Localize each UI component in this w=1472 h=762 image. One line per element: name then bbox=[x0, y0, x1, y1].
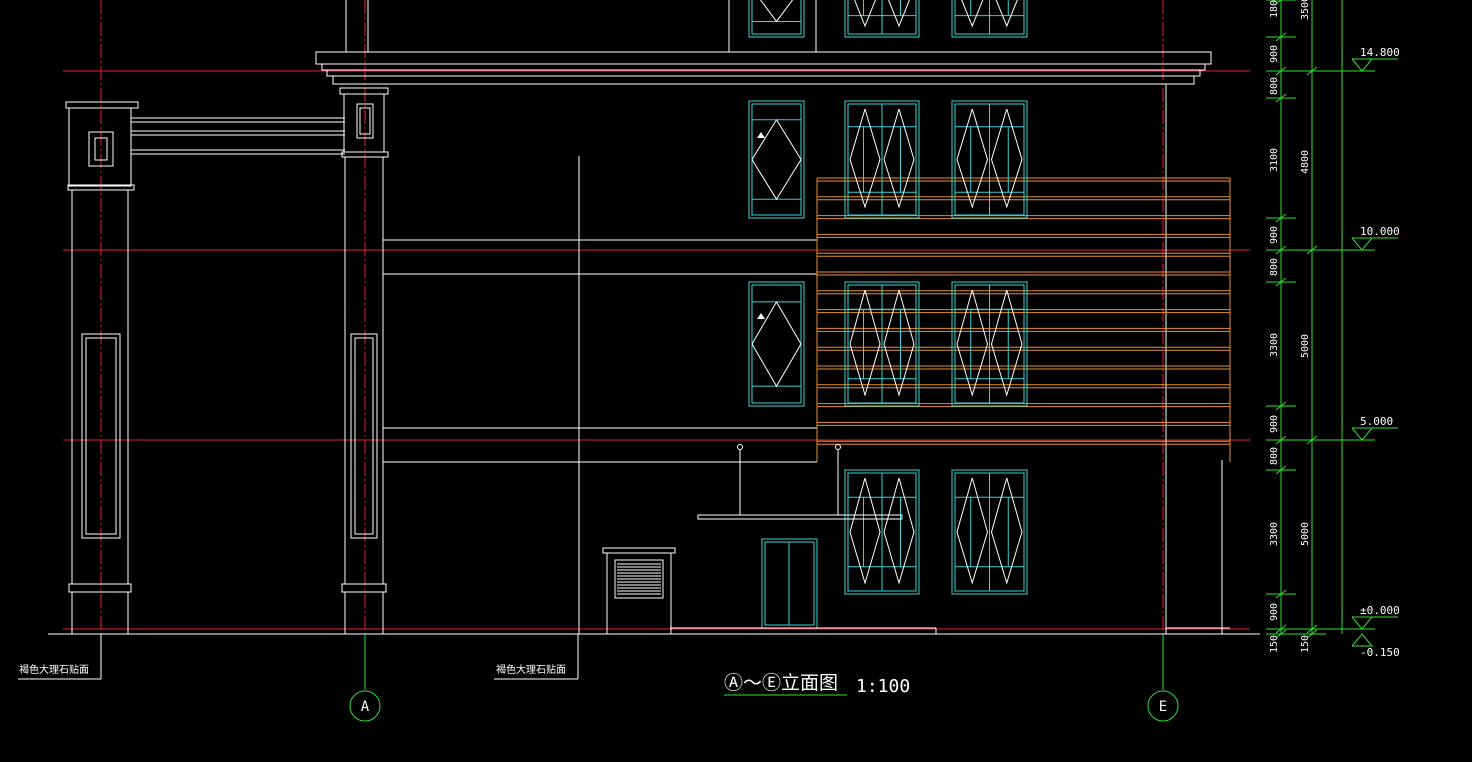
level-mark-level-14800: 14.800 bbox=[1326, 46, 1400, 72]
dim-inner-label: 900 bbox=[1269, 45, 1280, 63]
note-mid: 褐色大理石贴面 bbox=[496, 663, 566, 676]
window-wide bbox=[844, 0, 920, 38]
axis-bubble-e bbox=[1147, 690, 1179, 722]
level-label: 10.000 bbox=[1360, 225, 1400, 238]
right-gate-pillar bbox=[339, 0, 389, 635]
dim-outer-label: 3500 bbox=[1300, 0, 1311, 20]
left-gate-pillar bbox=[65, 101, 139, 635]
window-narrow bbox=[748, 0, 805, 38]
dimension-chains: 1800 900 800 3100 900 800 3300 900 800 3300 900 150… bbox=[1266, 0, 1343, 653]
dimension-outer-labels: 3500 4800 5000 5000 150 bbox=[1300, 0, 1311, 653]
axis-bubbles: A E bbox=[349, 634, 1179, 722]
dim-inner-label: 3100 bbox=[1269, 148, 1280, 172]
dim-inner-label: 3300 bbox=[1269, 522, 1280, 546]
equipment-cabinet bbox=[602, 547, 676, 635]
window-narrow bbox=[748, 281, 805, 407]
axis-label-e: E bbox=[1159, 699, 1167, 715]
level-mark-level-m150: -0.150 bbox=[1351, 633, 1400, 659]
entrance-door bbox=[670, 538, 937, 634]
dim-inner-label: 800 bbox=[1269, 447, 1280, 465]
dim-outer-label: 5000 bbox=[1300, 522, 1311, 546]
axis-label-a: A bbox=[361, 699, 370, 715]
dim-inner-label: 1800 bbox=[1269, 0, 1280, 18]
floor-bands bbox=[383, 156, 817, 634]
windows bbox=[748, 0, 1028, 595]
red-grid-lines bbox=[63, 0, 1250, 634]
leader-lines bbox=[18, 634, 579, 680]
level-mark-level-10000: 10.000 bbox=[1326, 225, 1400, 251]
window-wide bbox=[844, 281, 920, 407]
level-mark-level-0: ±0.000 bbox=[1326, 604, 1400, 630]
level-label: 14.800 bbox=[1360, 46, 1400, 59]
roof-cornice bbox=[315, 0, 1212, 85]
dimension-inner-labels: 1800 900 800 3100 900 800 3300 900 800 3300 900 150 bbox=[1269, 0, 1280, 653]
dim-inner-label: 150 bbox=[1269, 635, 1280, 653]
axis-bubble-a bbox=[349, 690, 381, 722]
gate-beam bbox=[131, 117, 345, 155]
scale-text: 1:100 bbox=[856, 676, 910, 697]
window-wide bbox=[951, 469, 1028, 595]
dim-inner-label: 800 bbox=[1269, 258, 1280, 276]
window-wide bbox=[951, 0, 1028, 38]
level-label: -0.150 bbox=[1360, 646, 1400, 659]
dim-inner-label: 900 bbox=[1269, 226, 1280, 244]
note-left: 褐色大理石贴面 bbox=[19, 663, 89, 676]
dim-inner-label: 900 bbox=[1269, 603, 1280, 621]
window-wide bbox=[951, 281, 1028, 407]
dim-inner-label: 800 bbox=[1269, 77, 1280, 95]
window-wide bbox=[951, 100, 1028, 219]
level-mark-level-5000: 5.000 bbox=[1326, 415, 1398, 441]
dimension-ticks bbox=[1266, 0, 1326, 639]
cabinet-louvers bbox=[617, 563, 661, 595]
title-text: Ⓐ～Ⓔ立面图 bbox=[724, 672, 838, 694]
dim-inner-label: 900 bbox=[1269, 415, 1280, 433]
dim-outer-label: 4800 bbox=[1300, 150, 1311, 174]
drawing-title: Ⓐ～Ⓔ立面图 1:100 bbox=[724, 672, 910, 697]
level-label: 5.000 bbox=[1360, 415, 1393, 428]
entrance-canopy bbox=[697, 444, 903, 520]
level-label: ±0.000 bbox=[1360, 604, 1400, 617]
window-wide bbox=[844, 100, 920, 219]
dim-outer-label: 150 bbox=[1300, 635, 1311, 653]
dim-inner-label: 3300 bbox=[1269, 333, 1280, 357]
window-narrow bbox=[748, 100, 805, 219]
building-edge bbox=[1165, 84, 1230, 634]
window-wide bbox=[844, 469, 920, 595]
level-marks: 14.800 10.000 5.000 ±0.000 -0.150 bbox=[1326, 46, 1400, 659]
dim-outer-label: 5000 bbox=[1300, 334, 1311, 358]
